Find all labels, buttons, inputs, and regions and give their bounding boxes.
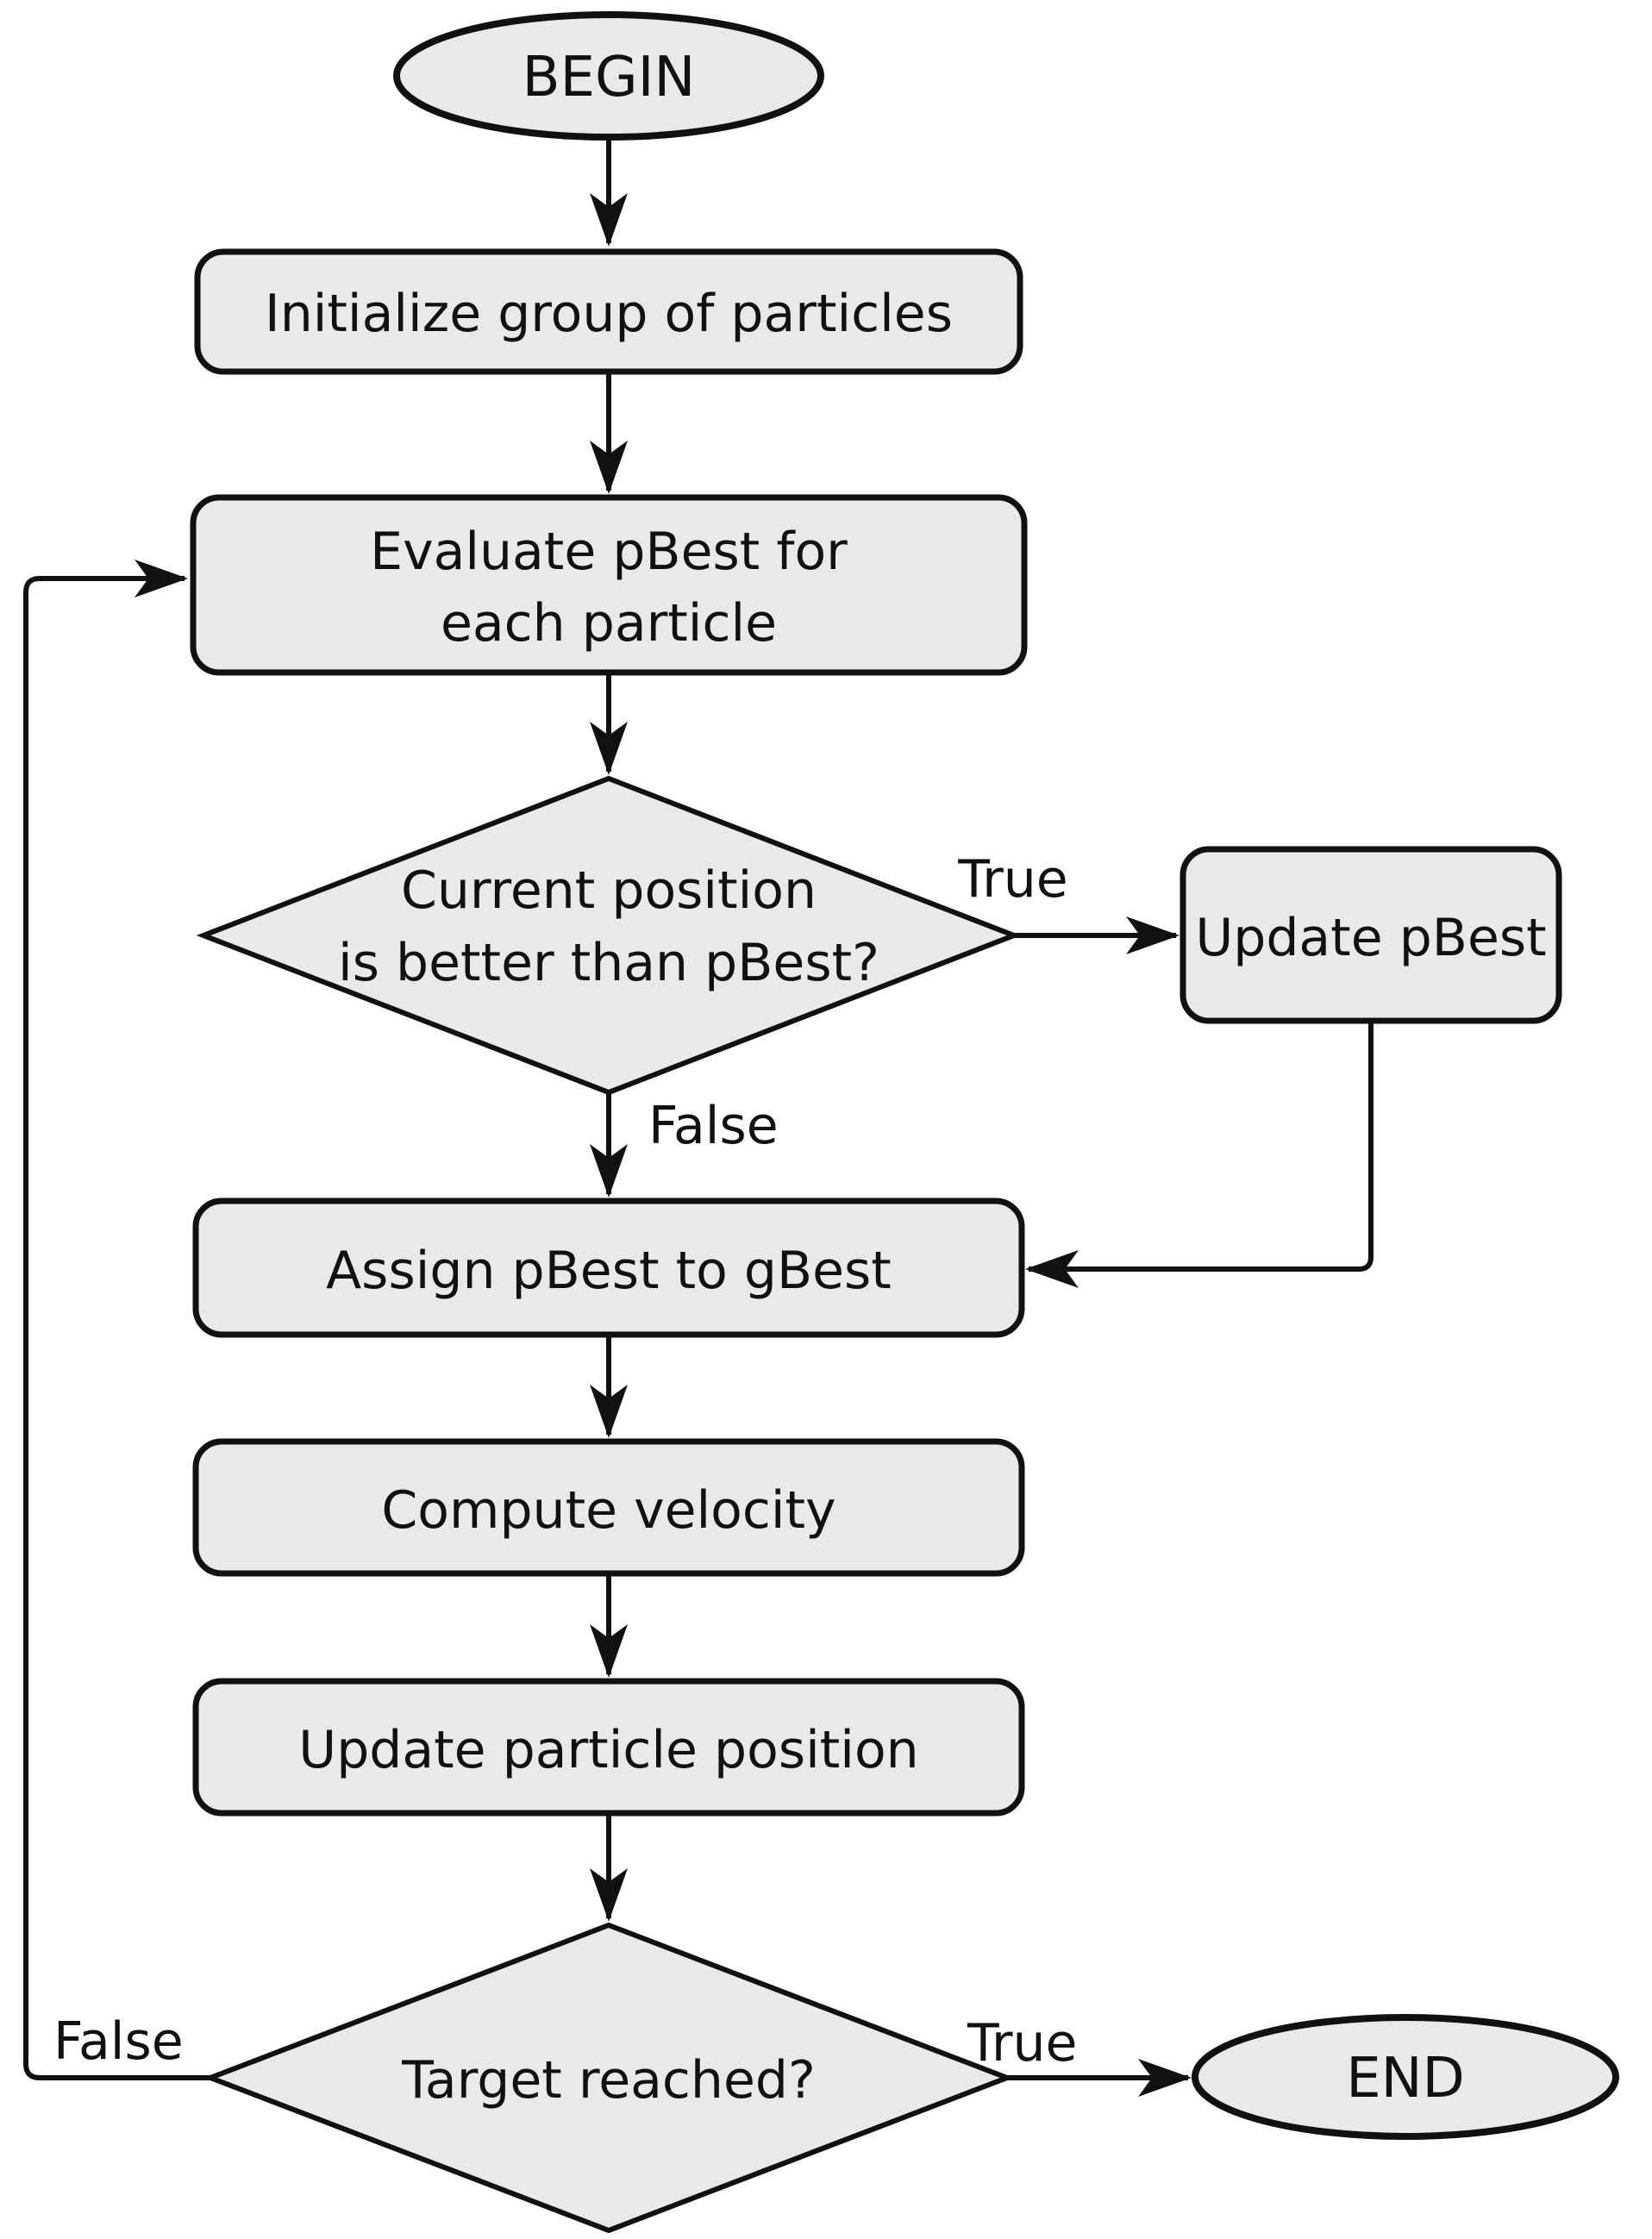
- evaluate-label-line2: each particle: [441, 593, 777, 654]
- decision-pbest-false-label: False: [648, 1096, 779, 1156]
- decision-pbest-true-label: True: [957, 849, 1067, 910]
- evaluate-label-line1: Evaluate pBest for: [370, 522, 848, 582]
- process-assign-gbest: [192, 1198, 1025, 1338]
- initialize-label: Initialize group of particles: [265, 284, 953, 344]
- decision-target-label: Target reached?: [401, 2050, 816, 2111]
- decision-pbest-label-line2: is better than pBest?: [338, 933, 879, 993]
- process-update-position: [192, 1678, 1025, 1817]
- process-compute-velocity: [192, 1438, 1025, 1577]
- begin-terminator: [393, 11, 824, 141]
- end-terminator: [1192, 2014, 1619, 2140]
- update-pbest-label: Update pBest: [1195, 908, 1546, 968]
- assign-gbest-label: Assign pBest to gBest: [326, 1241, 892, 1301]
- process-evaluate: [190, 494, 1028, 676]
- process-initialize: [194, 248, 1023, 375]
- decision-target-false-label: False: [53, 2011, 184, 2072]
- decision-pbest-label-line1: Current position: [401, 860, 817, 921]
- begin-label: BEGIN: [523, 46, 696, 109]
- compute-velocity-label: Compute velocity: [381, 1480, 835, 1541]
- edge-update-pbest-to-assign: [1025, 1021, 1374, 1288]
- edge-false-feedback-loop: [23, 560, 210, 2080]
- decision-target-true-label: True: [967, 2013, 1077, 2073]
- process-update-pbest: [1180, 846, 1562, 1024]
- update-position-label: Update particle position: [298, 1720, 918, 1780]
- end-label: END: [1346, 2047, 1465, 2111]
- decision-target-diamond: [203, 1922, 1015, 2234]
- decision-pbest-diamond: [196, 775, 1022, 1096]
